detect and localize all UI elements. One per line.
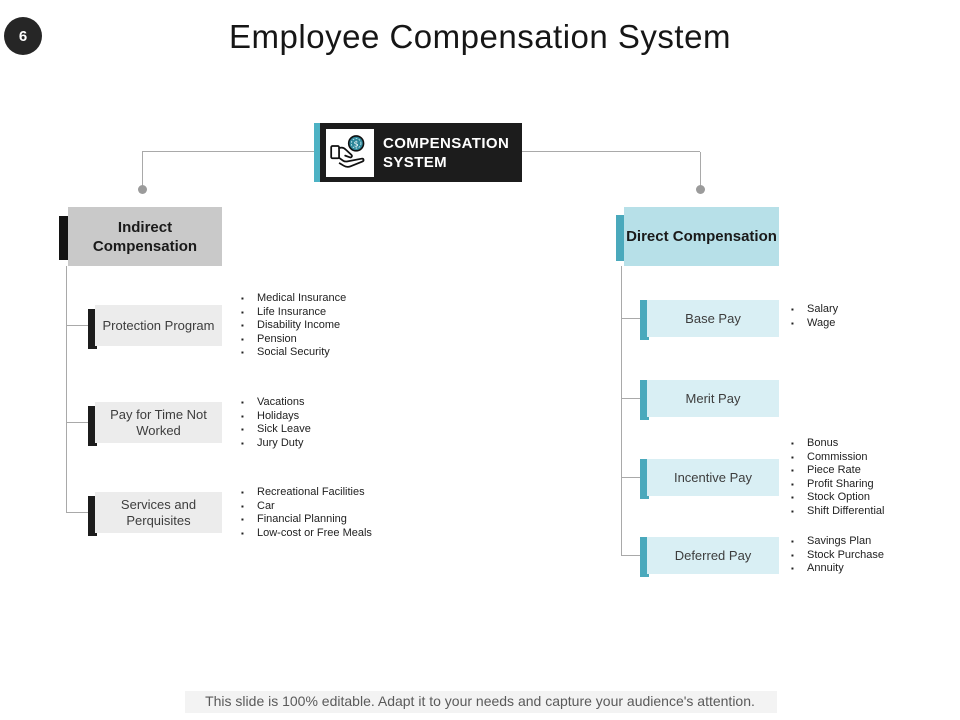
node-base-pay: Base Pay [647, 300, 779, 337]
bullet-item: Shift Differential [790, 505, 884, 519]
bullet-item: Social Security [240, 346, 346, 360]
connector-line [66, 422, 95, 423]
connector-line [142, 151, 316, 152]
direct-accent-stripe [616, 215, 625, 261]
node-deferred-pay: Deferred Pay [647, 537, 779, 574]
connector-dot [696, 185, 705, 194]
footer-note: This slide is 100% editable. Adapt it to… [205, 693, 755, 709]
node-incentive-pay: Incentive Pay [647, 459, 779, 496]
compensation-system-node: $ COMPENSATION SYSTEM [320, 123, 522, 182]
node-accent-stripe [88, 309, 97, 349]
node-accent-stripe [640, 300, 649, 340]
bullet-item: Life Insurance [240, 306, 346, 320]
node-accent-stripe [88, 406, 97, 446]
bullet-item: Stock Purchase [790, 549, 884, 563]
node-accent-stripe [640, 537, 649, 577]
bullet-item: Stock Option [790, 491, 884, 505]
incentive-pay-bullets: BonusCommissionPiece RateProfit SharingS… [790, 437, 884, 518]
footer-strip [185, 691, 777, 713]
bullet-item: Medical Insurance [240, 292, 346, 306]
connector-line [621, 266, 622, 555]
connector-line [621, 555, 647, 556]
node-direct-compensation: Direct Compensation [624, 207, 779, 266]
services-perquisites-bullets: Recreational FacilitiesCarFinancial Plan… [240, 486, 372, 540]
root-label-line2: SYSTEM [383, 153, 448, 171]
bullet-item: Vacations [240, 396, 311, 410]
connector-line [621, 477, 647, 478]
slide-number-badge: 6 [4, 17, 42, 55]
deferred-pay-bullets: Savings PlanStock PurchaseAnnuity [790, 535, 884, 576]
protection-program-bullets: Medical InsuranceLife InsuranceDisabilit… [240, 292, 346, 360]
bullet-item: Jury Duty [240, 437, 311, 451]
bullet-item: Sick Leave [240, 423, 311, 437]
bullet-item: Low-cost or Free Meals [240, 527, 372, 541]
bullet-item: Wage [790, 317, 838, 331]
root-label-line1: COMPENSATION [383, 134, 510, 152]
indirect-accent-stripe [59, 216, 68, 260]
connector-line [700, 152, 701, 186]
base-pay-bullets: SalaryWage [790, 303, 838, 330]
bullet-item: Car [240, 500, 372, 514]
slide-title: Employee Compensation System [229, 18, 731, 55]
node-merit-pay: Merit Pay [647, 380, 779, 417]
root-accent-stripe [314, 123, 320, 182]
node-services-and-perquisites: Services and Perquisites [95, 492, 222, 533]
connector-line [621, 318, 647, 319]
connector-dot [138, 185, 147, 194]
node-protection-program: Protection Program [95, 305, 222, 346]
connector-line [66, 325, 95, 326]
bullet-item: Recreational Facilities [240, 486, 372, 500]
bullet-item: Salary [790, 303, 838, 317]
node-accent-stripe [88, 496, 97, 536]
bullet-item: Annuity [790, 562, 884, 576]
connector-line [522, 151, 700, 152]
bullet-item: Commission [790, 451, 884, 465]
connector-line [142, 152, 143, 186]
connector-line [66, 266, 67, 512]
bullet-item: Pension [240, 333, 346, 347]
node-accent-stripe [640, 380, 649, 420]
bullet-item: Piece Rate [790, 464, 884, 478]
bullet-item: Bonus [790, 437, 884, 451]
bullet-item: Savings Plan [790, 535, 884, 549]
bullet-item: Profit Sharing [790, 478, 884, 492]
bullet-item: Financial Planning [240, 513, 372, 527]
node-indirect-compensation: Indirect Compensation [68, 207, 222, 266]
svg-text:$: $ [354, 139, 359, 148]
connector-line [66, 512, 95, 513]
node-accent-stripe [640, 459, 649, 499]
pay-for-time-bullets: VacationsHolidaysSick LeaveJury Duty [240, 396, 311, 450]
node-pay-for-time-not-worked: Pay for Time Not Worked [95, 402, 222, 443]
hand-coin-icon: $ [326, 128, 374, 177]
bullet-item: Holidays [240, 410, 311, 424]
connector-line [621, 398, 647, 399]
bullet-item: Disability Income [240, 319, 346, 333]
root-node-label: COMPENSATION SYSTEM [383, 134, 509, 172]
